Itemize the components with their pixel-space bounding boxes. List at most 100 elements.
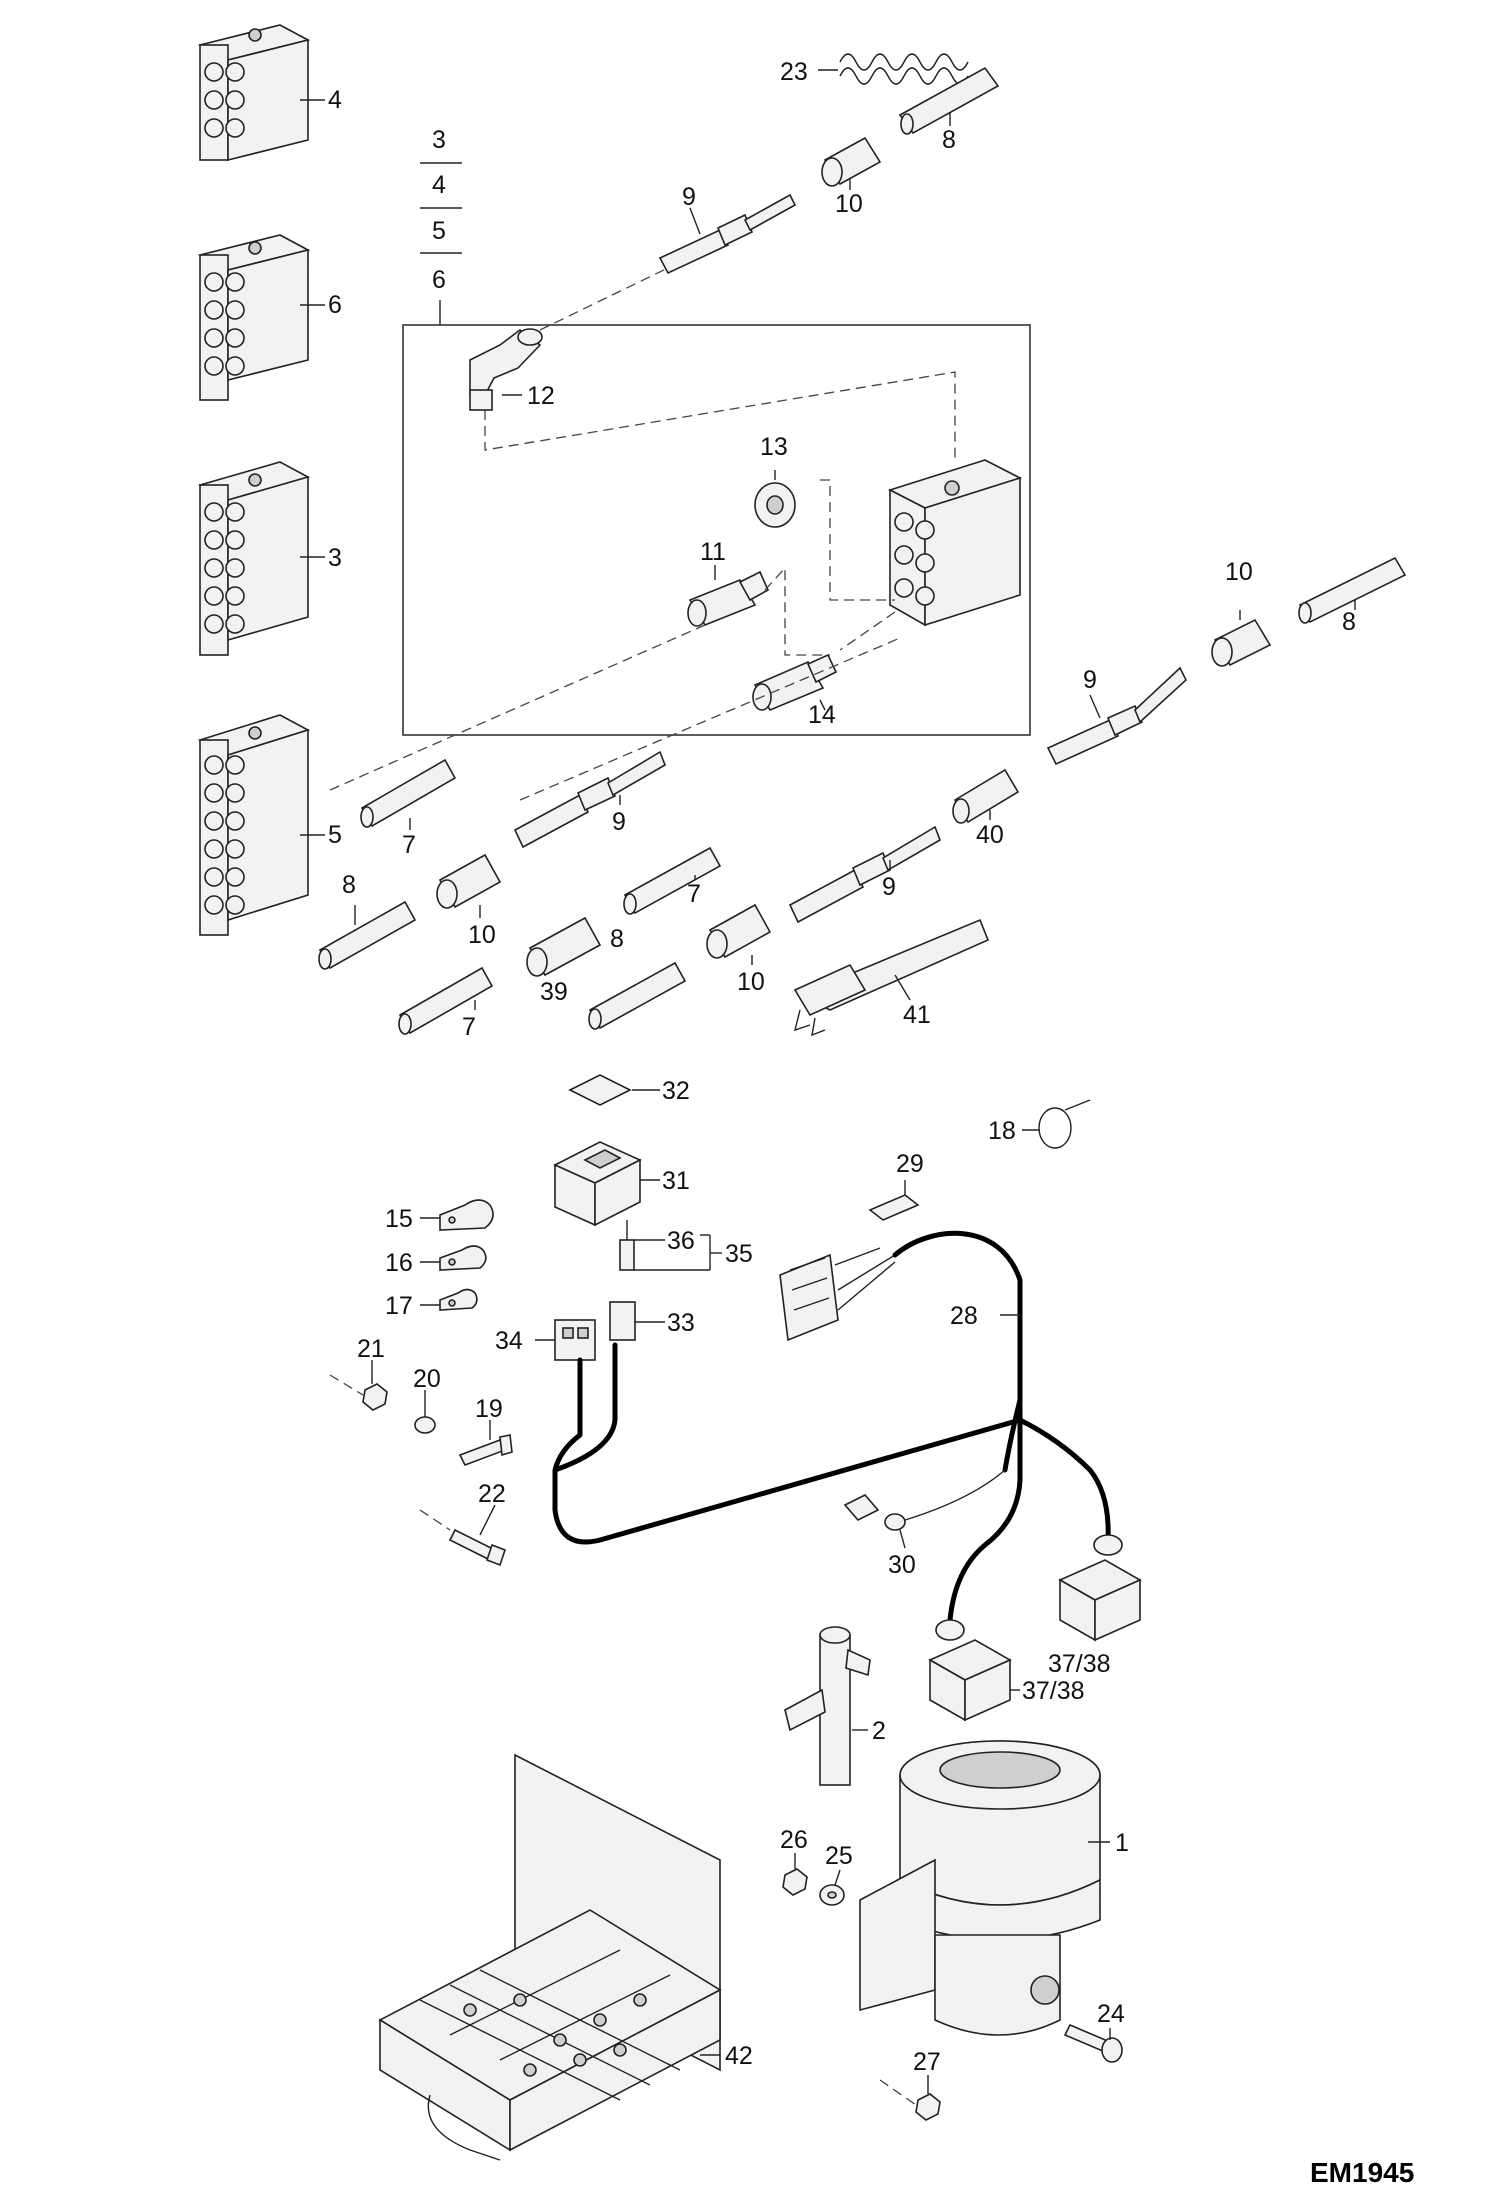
- drawing-id: EM1945: [1310, 2157, 1414, 2188]
- fitting-9-mid-b: [788, 825, 941, 924]
- stack-label-5: 5: [432, 217, 446, 245]
- callout-27: 27: [913, 2048, 941, 2076]
- lubrication-pump-1: [859, 1740, 1110, 2036]
- hose-clamp-18: [1022, 1099, 1091, 1149]
- fitting-9-top: [658, 193, 797, 275]
- callout-28: 28: [950, 1302, 978, 1330]
- washer-20: [414, 1390, 436, 1434]
- callout-7-a: 7: [402, 831, 416, 859]
- callout-23: 23: [780, 58, 808, 86]
- callout-42: 42: [725, 2042, 753, 2070]
- connection-line: [329, 624, 706, 791]
- callout-31: 31: [662, 1167, 690, 1195]
- terminal-block: [779, 1247, 896, 1342]
- callout-16: 16: [385, 1249, 413, 1277]
- callout-30: 30: [888, 1551, 916, 1579]
- tube-7-b: [623, 846, 722, 915]
- clamp-17: [420, 1288, 478, 1311]
- screw-19: [458, 1420, 513, 1467]
- distributor-block-6: [197, 234, 325, 401]
- nut-10-right: [1211, 610, 1272, 667]
- tube-7-c: [398, 966, 494, 1035]
- relay-36: [619, 1220, 665, 1271]
- callout-39: 39: [540, 978, 568, 1006]
- connection-line: [519, 637, 901, 801]
- callout-7-b: 7: [687, 880, 701, 908]
- subassembly-frame: [402, 324, 1031, 736]
- callout-3: 3: [328, 544, 342, 572]
- label-plate-32: [568, 1074, 660, 1106]
- fitting-9-mid-a: [513, 750, 666, 849]
- tube-8-low: [588, 961, 687, 1030]
- connection-line: [539, 267, 669, 331]
- callout-8-low: 8: [610, 925, 624, 953]
- tube-8-mid: [318, 900, 417, 970]
- tube-7-a: [360, 758, 457, 830]
- variant-stack: [420, 162, 462, 325]
- callout-10: 10: [835, 190, 863, 218]
- stack-label-4: 4: [432, 171, 446, 199]
- switch-31: [553, 1141, 660, 1227]
- valve-plug-37-38-left: [928, 1619, 1020, 1722]
- connection-line: [820, 479, 895, 601]
- tool-41: [793, 918, 990, 1037]
- callout-29: 29: [896, 1150, 924, 1178]
- nut-10-mid-a: [436, 853, 502, 918]
- bolt-27: [879, 2075, 941, 2121]
- callout-11: 11: [700, 538, 726, 566]
- plug-13: [754, 470, 796, 528]
- callout-21: 21: [357, 1335, 385, 1363]
- callout-2: 2: [872, 1717, 886, 1745]
- callout-7-c: 7: [462, 1013, 476, 1041]
- callout-25: 25: [825, 1842, 853, 1870]
- callout-1: 1: [1115, 1829, 1129, 1857]
- bracket-35: [634, 1234, 722, 1271]
- callout-15: 15: [385, 1205, 413, 1233]
- callout-41: 41: [903, 1001, 931, 1029]
- callout-9-mid-b: 9: [882, 873, 896, 901]
- callout-17: 17: [385, 1292, 413, 1320]
- callout-5: 5: [328, 821, 342, 849]
- nut-21: [329, 1360, 388, 1411]
- connector-34: [535, 1319, 596, 1361]
- callout-6: 6: [328, 291, 342, 319]
- tube-8-top: [898, 66, 1000, 135]
- washer-25: [819, 1869, 845, 1906]
- callout-8-right: 8: [1342, 608, 1356, 636]
- connection-line: [839, 611, 896, 651]
- fuse-29: [868, 1180, 920, 1221]
- screw-24: [1063, 2023, 1123, 2063]
- callout-12: 12: [527, 382, 555, 410]
- distributor-block-3: [197, 461, 325, 656]
- callout-20: 20: [413, 1365, 441, 1393]
- callout-8: 8: [942, 126, 956, 154]
- nut-10-top: [821, 136, 882, 190]
- fitting-40: [952, 768, 1020, 824]
- callout-34: 34: [495, 1327, 523, 1355]
- bolt-22: [419, 1504, 507, 1567]
- callout-18: 18: [988, 1117, 1016, 1145]
- connection-line: [484, 371, 956, 460]
- callout-4: 4: [328, 86, 342, 114]
- callout-10-right: 10: [1225, 558, 1253, 586]
- clamp-16: [420, 1245, 487, 1271]
- callout-33: 33: [667, 1309, 695, 1337]
- valve-block: [887, 459, 1023, 627]
- connector-39: [526, 916, 602, 977]
- callout-40: 40: [976, 821, 1004, 849]
- callout-37-38-left: 37/38: [1022, 1677, 1085, 1705]
- clamp-15: [420, 1199, 494, 1231]
- distributor-block-5: [197, 714, 325, 936]
- callout-19: 19: [475, 1395, 503, 1423]
- nut-10-mid-b: [706, 903, 772, 965]
- spring-23: [818, 53, 969, 85]
- callout-10-mid-b: 10: [737, 968, 765, 996]
- callout-35: 35: [725, 1240, 753, 1268]
- callout-32: 32: [662, 1077, 690, 1105]
- filler-fitting-2: [784, 1626, 871, 1786]
- callout-8-mid: 8: [342, 871, 356, 899]
- elbow-12: [469, 328, 543, 411]
- callout-14: 14: [808, 701, 836, 729]
- callout-22: 22: [478, 1480, 506, 1508]
